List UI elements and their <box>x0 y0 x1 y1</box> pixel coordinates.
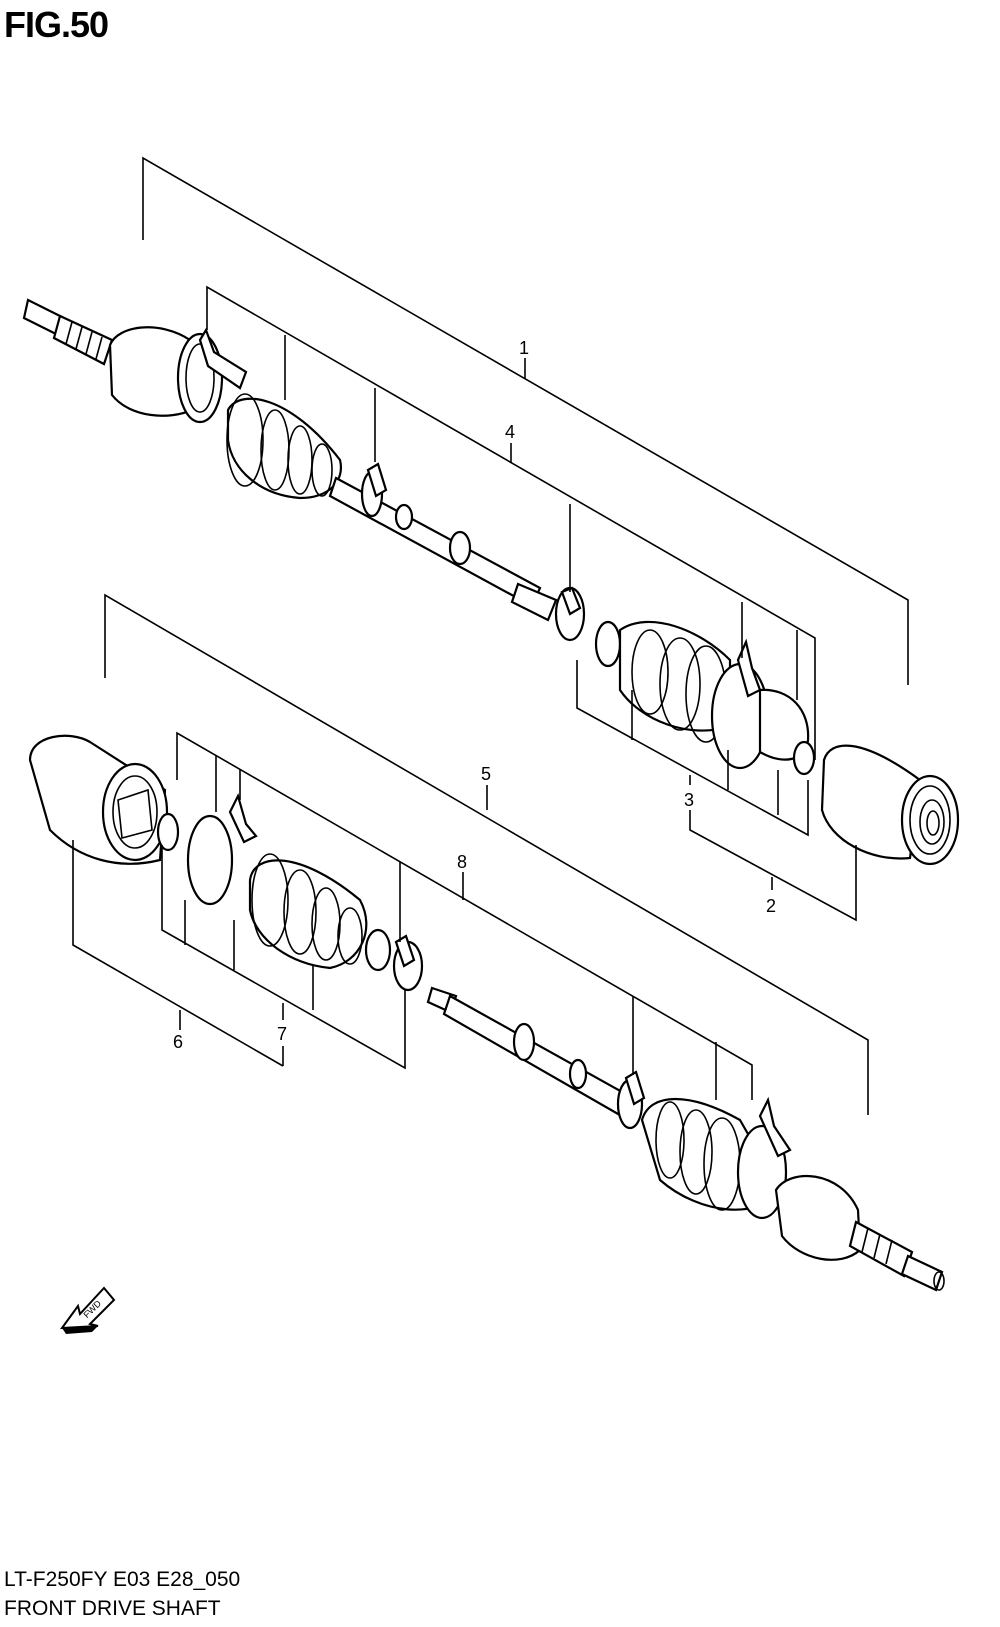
callout-numbers: 1 2 3 4 5 6 7 8 <box>173 338 776 1052</box>
lower-inner-joint-housing <box>28 734 169 865</box>
lower-inner-boot <box>248 853 368 970</box>
callout-1: 1 <box>519 338 529 358</box>
exploded-parts-diagram: 1 2 3 4 5 6 7 8 FWD <box>22 156 960 1334</box>
fwd-arrow-icon: FWD <box>59 1286 116 1334</box>
figure-title: FIG.50 <box>4 4 109 45</box>
upper-boot-end <box>758 688 810 761</box>
lower-shaft-assembly <box>28 734 945 1292</box>
callout-leaders <box>72 156 909 1115</box>
section-name: FRONT DRIVE SHAFT <box>4 1597 221 1620</box>
callout-2: 2 <box>766 896 776 916</box>
lower-splined-stub <box>848 1220 945 1292</box>
lower-circlip <box>156 812 180 852</box>
callout-3: 3 <box>684 790 694 810</box>
model-code: LT-F250FY E03 E28_050 <box>4 1568 241 1591</box>
upper-outer-boot <box>226 393 343 500</box>
callout-7: 7 <box>277 1024 287 1044</box>
upper-inner-joint-housing <box>820 744 960 866</box>
lower-outer-joint <box>774 1175 862 1261</box>
upper-shaft-assembly <box>22 298 960 866</box>
callout-4: 4 <box>505 422 515 442</box>
upper-splined-stub <box>22 298 114 366</box>
lower-axle-shaft <box>442 994 642 1124</box>
callout-6: 6 <box>173 1032 183 1052</box>
callout-8: 8 <box>457 852 467 872</box>
upper-inner-boot <box>594 620 732 743</box>
lower-inner-big-clamp <box>186 814 234 906</box>
upper-outer-clamp-ring <box>176 332 224 424</box>
callout-5: 5 <box>481 764 491 784</box>
